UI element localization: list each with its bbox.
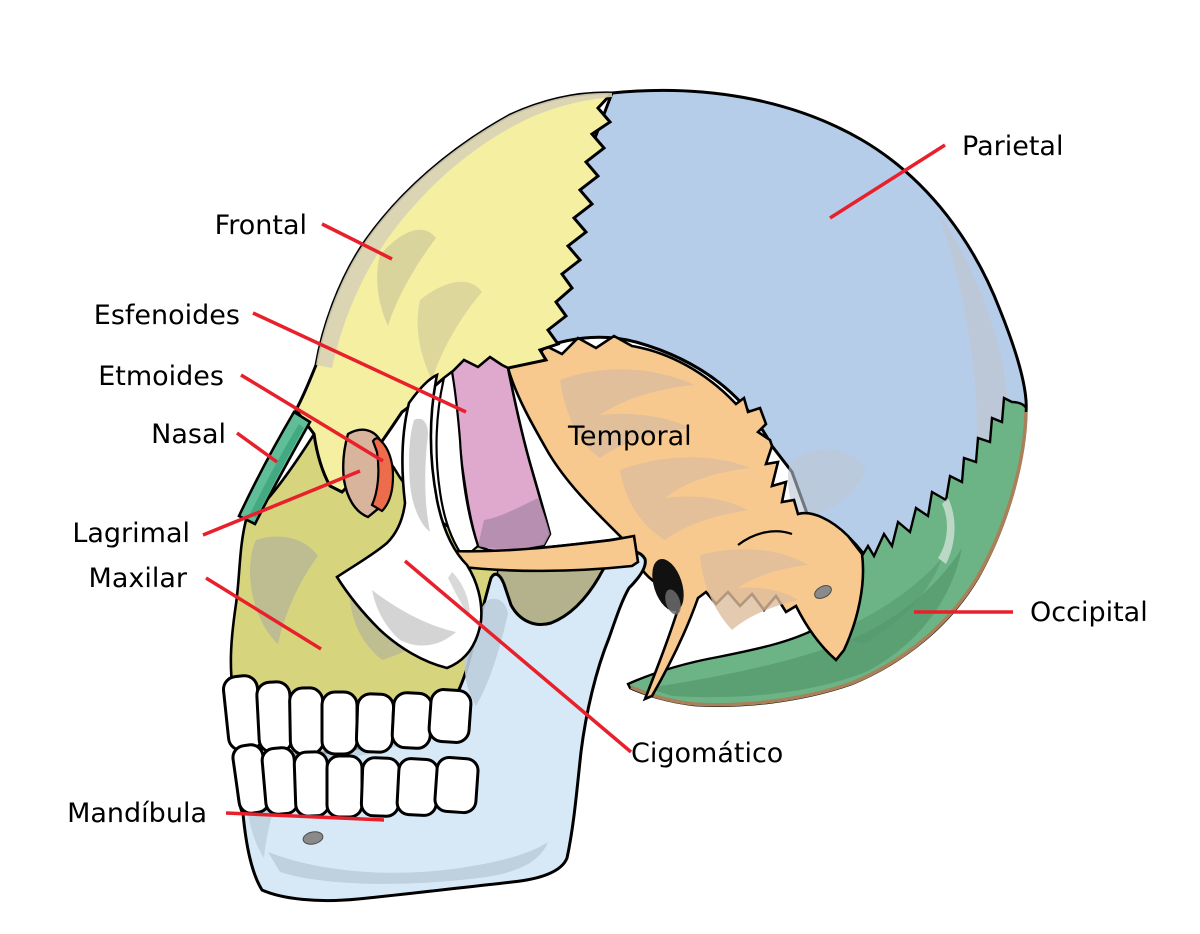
label-esfenoides: Esfenoides [94,300,240,331]
labels-layer: ParietalFrontalEsfenoidesEtmoidesNasalLa… [67,131,1148,829]
mandible-shading-body [268,842,548,884]
nasal-bone [237,410,312,526]
occipital-shading [648,548,962,698]
frontal-shading-swirl [377,229,436,326]
temporal-shading-3 [700,549,808,630]
tooth [325,754,364,819]
leader-line-parietal [829,143,946,220]
temporal-squama-line [737,530,793,546]
label-mandibula: Mandíbula [67,798,207,829]
label-frontal: Frontal [215,210,307,241]
tooth [292,750,331,818]
upper-teeth [222,674,473,756]
leader-line-cigomatico [403,559,633,754]
leader-line-esfenoides [252,311,467,414]
tooth [320,690,359,756]
frontal-shading-band [316,92,612,368]
zygomatic-shading [409,418,430,532]
zygomatic-shading-3 [448,572,470,618]
temporal-bone [446,334,865,702]
occipital-outer-rim [630,411,1028,707]
frontal-bone [294,91,616,494]
tooth [255,680,294,754]
tooth [433,755,480,815]
ear-region [652,558,832,615]
tooth [288,686,325,756]
temporal-shading-2 [620,457,750,540]
label-maxilar: Maxilar [89,563,188,594]
parietal-shading-2 [788,449,866,516]
leader-line-maxilar [205,576,322,651]
leader-line-mandibula [225,811,385,822]
label-occipital: Occipital [1030,597,1148,628]
tooth [395,757,440,817]
zygomatic-shading-2 [372,590,456,646]
label-parietal: Parietal [962,131,1063,162]
tooth [260,746,300,816]
leader-line-lagrimal [202,469,361,537]
tooth [354,692,396,754]
nasal-shading [250,424,304,518]
label-nasal: Nasal [151,419,226,450]
ethmoid-bone [370,437,395,513]
label-etmoides: Etmoides [98,361,224,392]
tooth [359,756,402,818]
label-temporal: Temporal [567,421,692,452]
mental-foramen [302,831,324,845]
leader-line-frontal [321,222,393,261]
occipital-highlight [938,498,955,564]
lower-teeth [231,743,480,819]
leader-line-etmoides [240,373,384,463]
tooth [390,691,434,750]
zygomatic-arch [446,534,640,573]
label-cigomatico: Cigomático [631,738,783,769]
ear-canal-shadow [665,589,681,615]
sphenoid-shading [478,498,550,549]
mastoid-foramen [814,585,832,599]
tooth [427,688,473,744]
orbital-strip [435,370,480,560]
temporal-shading [560,369,695,458]
frontal-shading-swirl-2 [417,281,482,380]
label-lagrimal: Lagrimal [72,518,190,549]
occipital-shading-2 [840,558,942,644]
leader-line-nasal [235,431,279,464]
occipital-bone [626,396,1028,707]
